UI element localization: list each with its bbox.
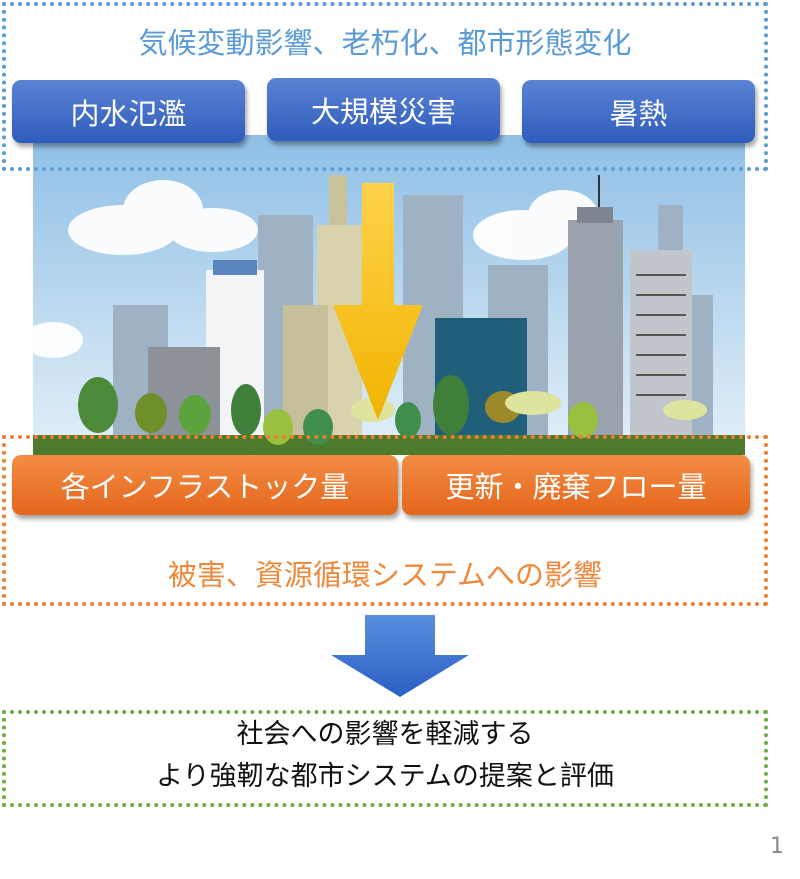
proposal-text: 社会への影響を軽減する より強靭な都市システムの提案と評価: [2, 714, 768, 798]
proposal-line-1: 社会への影響を軽減する: [236, 719, 534, 750]
infrastructure-stock-box: 各インフラストック量: [12, 455, 398, 515]
page-number: 1: [770, 834, 784, 859]
heat-box: 暑熱: [522, 80, 755, 143]
inland-flooding-box: 内水氾濫: [12, 80, 245, 143]
impacts-caption: 被害、資源循環システムへの影響: [167, 558, 603, 592]
large-disaster-box: 大規模災害: [267, 78, 500, 141]
infrastructure-impacts-box: [2, 435, 768, 606]
proposal-box: [2, 710, 768, 807]
climate-impacts-box: [2, 2, 768, 171]
grass: [33, 435, 745, 455]
striped-tower: [630, 250, 692, 455]
blue-down-arrow-icon: [331, 615, 469, 697]
climate-impacts-title: 気候変動影響、老朽化、都市形態変化: [138, 26, 632, 60]
renewal-flow-box: 更新・廃棄フロー量: [402, 455, 750, 515]
yellow-down-arrow-icon: [333, 183, 423, 420]
proposal-line-2: より強靭な都市システムの提案と評価: [156, 761, 614, 792]
